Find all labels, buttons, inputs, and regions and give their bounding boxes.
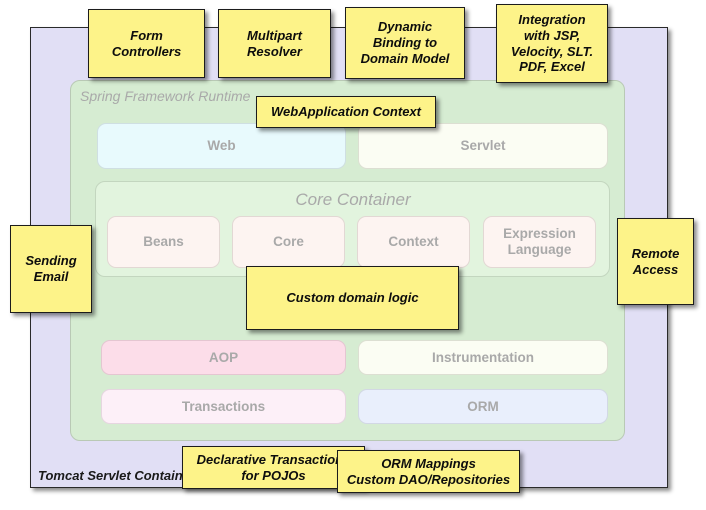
note-orm-mappings-line1: ORM Mappings bbox=[381, 455, 476, 471]
module-orm-label: ORM bbox=[467, 398, 499, 414]
note-custom-domain-logic[interactable]: Custom domain logic bbox=[246, 266, 459, 330]
note-form-controllers-line2: Controllers bbox=[111, 43, 182, 59]
module-core[interactable]: Core bbox=[232, 216, 345, 268]
note-multipart-resolver-line2: Resolver bbox=[247, 43, 302, 59]
module-orm[interactable]: ORM bbox=[358, 389, 608, 424]
module-aop[interactable]: AOP bbox=[101, 340, 346, 375]
module-context[interactable]: Context bbox=[357, 216, 470, 268]
module-web[interactable]: Web bbox=[97, 123, 346, 169]
note-integration-line3: Velocity, SLT. bbox=[510, 43, 594, 59]
module-web-label: Web bbox=[207, 138, 236, 154]
module-beans-label: Beans bbox=[143, 234, 184, 250]
note-dynamic-binding-line3: Domain Model bbox=[360, 50, 450, 66]
note-dynamic-binding-line1: Dynamic bbox=[377, 19, 433, 35]
note-form-controllers-line1: Form bbox=[130, 27, 163, 43]
note-remote-access-line1: Remote bbox=[631, 245, 680, 261]
note-webapplication-context[interactable]: WebApplication Context bbox=[256, 96, 436, 128]
note-dynamic-binding[interactable]: Dynamic Binding to Domain Model bbox=[345, 7, 465, 79]
note-multipart-resolver-line1: Multipart bbox=[247, 27, 302, 43]
module-transactions-label: Transactions bbox=[181, 398, 266, 414]
note-declarative-transactions-line1: Declarative Transactions bbox=[196, 451, 351, 467]
module-expression-language[interactable]: Expression Language bbox=[483, 216, 596, 268]
module-instrumentation[interactable]: Instrumentation bbox=[358, 340, 608, 375]
module-aop-label: AOP bbox=[208, 349, 239, 365]
note-webapplication-context-line1: WebApplication Context bbox=[271, 104, 421, 120]
note-integration[interactable]: Integration with JSP, Velocity, SLT. PDF… bbox=[496, 4, 608, 83]
tomcat-servlet-container-label: Tomcat Servlet Container bbox=[38, 468, 196, 483]
note-form-controllers[interactable]: Form Controllers bbox=[88, 9, 205, 78]
module-transactions[interactable]: Transactions bbox=[101, 389, 346, 424]
note-declarative-transactions[interactable]: Declarative Transactions for POJOs bbox=[182, 446, 365, 489]
note-integration-line1: Integration bbox=[518, 11, 586, 27]
note-custom-domain-logic-line1: Custom domain logic bbox=[286, 290, 419, 306]
module-expression-language-label-line1: Expression bbox=[503, 226, 576, 242]
module-expression-language-label-line2: Language bbox=[507, 242, 572, 257]
note-remote-access[interactable]: Remote Access bbox=[617, 218, 694, 305]
core-container-label: Core Container bbox=[295, 190, 411, 209]
note-sending-email-line2: Email bbox=[33, 269, 69, 284]
note-multipart-resolver[interactable]: Multipart Resolver bbox=[218, 9, 331, 78]
module-servlet-label: Servlet bbox=[460, 138, 506, 154]
note-declarative-transactions-line2: for POJOs bbox=[241, 467, 306, 483]
note-orm-mappings-line2: Custom DAO/Repositories bbox=[346, 471, 511, 487]
module-context-label: Context bbox=[388, 234, 439, 250]
module-beans[interactable]: Beans bbox=[107, 216, 220, 268]
note-integration-line4: PDF, Excel bbox=[519, 59, 585, 75]
module-instrumentation-label: Instrumentation bbox=[431, 349, 534, 365]
note-sending-email[interactable]: Sending Email bbox=[10, 225, 92, 313]
note-integration-line2: with JSP, bbox=[523, 27, 581, 43]
note-remote-access-line2: Access bbox=[632, 261, 679, 277]
module-servlet[interactable]: Servlet bbox=[358, 123, 608, 169]
note-dynamic-binding-line2: Binding to bbox=[372, 35, 438, 51]
module-core-label: Core bbox=[273, 234, 304, 250]
spring-framework-runtime-label: Spring Framework Runtime bbox=[80, 88, 251, 104]
note-sending-email-line1: Sending bbox=[25, 253, 77, 269]
note-orm-mappings[interactable]: ORM Mappings Custom DAO/Repositories bbox=[337, 450, 520, 493]
